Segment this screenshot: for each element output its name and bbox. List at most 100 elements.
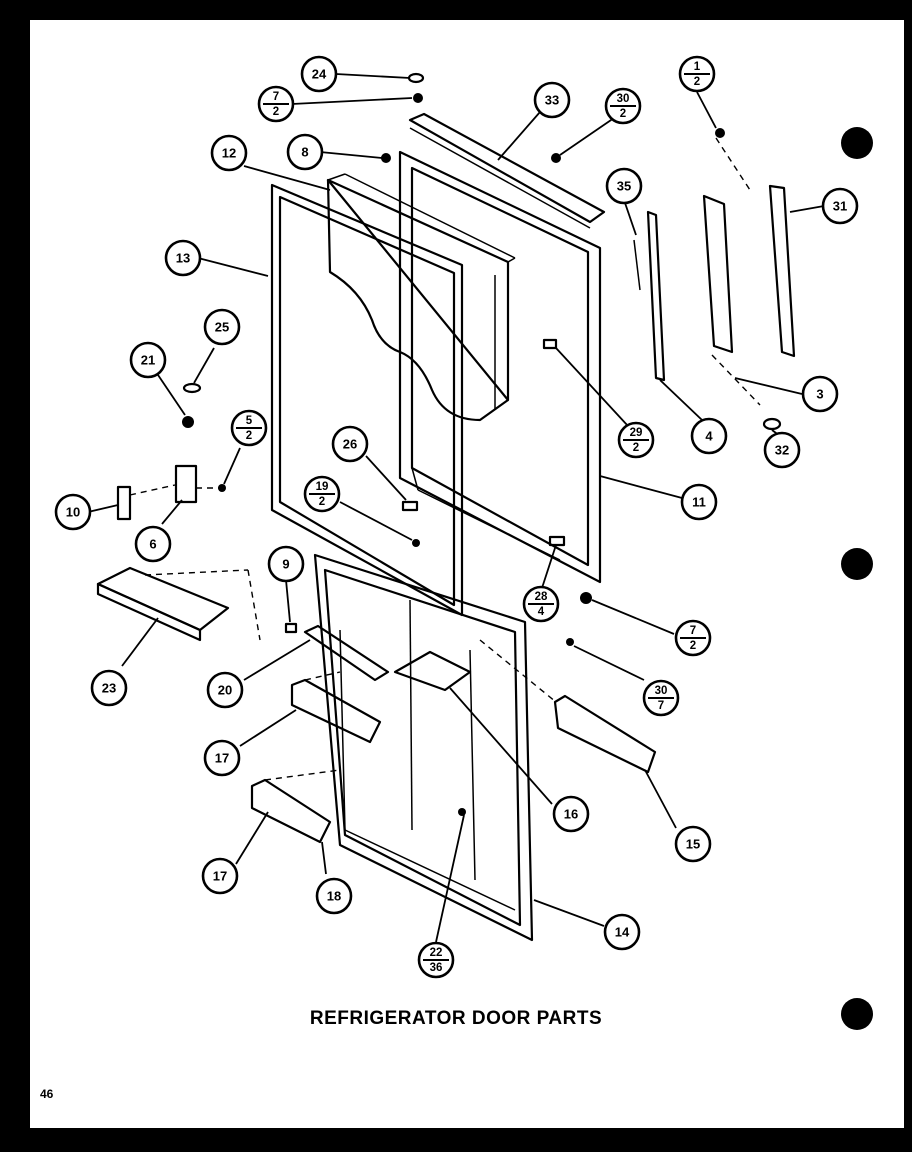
callout-7-2: 72	[674, 619, 712, 657]
callout-circle	[129, 341, 167, 379]
callout-number: 7	[273, 91, 279, 103]
callout-number: 24	[312, 67, 327, 82]
callout-31: 31	[821, 187, 859, 225]
callout-3: 3	[801, 375, 839, 413]
callout-quantity: 2	[246, 430, 252, 442]
callout-20: 20	[206, 671, 244, 709]
callout-circle	[206, 671, 244, 709]
callout-circle	[267, 545, 305, 583]
callout-6: 6	[134, 525, 172, 563]
page-number: 46	[40, 1087, 54, 1101]
callout-number: 11	[692, 495, 706, 510]
callout-number: 22	[430, 947, 443, 959]
callout-number: 4	[705, 429, 713, 444]
part-art	[96, 72, 796, 942]
callout-7-2: 72	[257, 85, 295, 123]
callout-number: 35	[617, 179, 631, 194]
callout-26: 26	[331, 425, 369, 463]
insulation-block	[326, 173, 516, 422]
callout-quantity: 2	[620, 108, 626, 120]
callout-circle	[90, 669, 128, 707]
callout-number: 18	[327, 889, 341, 904]
callout-circle	[203, 308, 241, 346]
callout-quantity: 2	[633, 442, 639, 454]
fasteners	[284, 72, 592, 816]
callout-25: 25	[203, 308, 241, 346]
callout-number: 15	[686, 837, 700, 852]
callout-circle	[134, 525, 172, 563]
callout-number: 30	[617, 93, 630, 105]
diagram-title: REFRIGERATOR DOOR PARTS	[309, 1008, 603, 1029]
callout-30-2: 302	[604, 87, 642, 125]
side-trim-pieces	[633, 128, 796, 431]
callout-circle	[801, 375, 839, 413]
callout-quantity: 2	[319, 496, 325, 508]
callout-circle	[54, 493, 92, 531]
callout-quantity: 36	[430, 962, 443, 974]
leader-lines	[87, 73, 825, 943]
callout-number: 26	[343, 437, 357, 452]
callout-quantity: 2	[694, 76, 700, 88]
top-trim-strip	[408, 112, 606, 229]
callout-number: 8	[301, 145, 308, 160]
callout-circle	[763, 431, 801, 469]
outer-door-panel	[270, 183, 464, 617]
callout-23: 23	[90, 669, 128, 707]
callout-circle	[331, 425, 369, 463]
callout-4: 4	[690, 417, 728, 455]
callout-number: 16	[564, 807, 578, 822]
callout-21: 21	[129, 341, 167, 379]
callout-17: 17	[201, 857, 239, 895]
callout-number: 30	[655, 685, 668, 697]
shelves-and-brackets	[250, 624, 657, 844]
callout-number: 14	[615, 925, 630, 940]
inner-liner	[398, 150, 602, 584]
callout-29-2: 292	[617, 421, 655, 459]
callout-15: 15	[674, 825, 712, 863]
callout-circle	[605, 167, 643, 205]
callout-circle	[690, 417, 728, 455]
lower-door-liner	[313, 553, 534, 942]
callout-17: 17	[203, 739, 241, 777]
callout-8: 8	[286, 133, 324, 171]
callout-quantity: 7	[658, 700, 664, 712]
callout-circle	[210, 134, 248, 172]
callout-9: 9	[267, 545, 305, 583]
callout-number: 10	[66, 505, 80, 520]
callout-13: 13	[164, 239, 202, 277]
callout-30-7: 307	[642, 679, 680, 717]
parts-sheet	[30, 20, 904, 1128]
callout-circle	[201, 857, 239, 895]
callout-16: 16	[552, 795, 590, 833]
callout-number: 7	[690, 625, 696, 637]
callout-number: 20	[218, 683, 232, 698]
callout-circle	[821, 187, 859, 225]
callout-quantity: 2	[690, 640, 696, 652]
callout-quantity: 2	[273, 106, 279, 118]
egg-tray	[96, 566, 261, 642]
callout-24: 24	[300, 55, 338, 93]
callout-number: 9	[282, 557, 289, 572]
callout-number: 1	[694, 61, 701, 73]
callout-28-4: 284	[522, 585, 560, 623]
callout-number: 32	[775, 443, 789, 458]
callout-circle	[603, 913, 641, 951]
callout-number: 3	[816, 387, 823, 402]
callout-circle	[552, 795, 590, 833]
binder-hole-middle	[841, 548, 873, 580]
callout-number: 25	[215, 320, 229, 335]
callout-14: 14	[603, 913, 641, 951]
callout-19-2: 192	[303, 475, 341, 513]
callout-35: 35	[605, 167, 643, 205]
callout-number: 33	[545, 93, 559, 108]
callout-number: 19	[316, 481, 329, 493]
callout-12: 12	[210, 134, 248, 172]
callout-circle	[680, 483, 718, 521]
callout-number: 5	[246, 415, 253, 427]
callout-number: 12	[222, 146, 236, 161]
hinge-assembly	[116, 382, 226, 521]
callout-circle	[164, 239, 202, 277]
callout-circle	[203, 739, 241, 777]
